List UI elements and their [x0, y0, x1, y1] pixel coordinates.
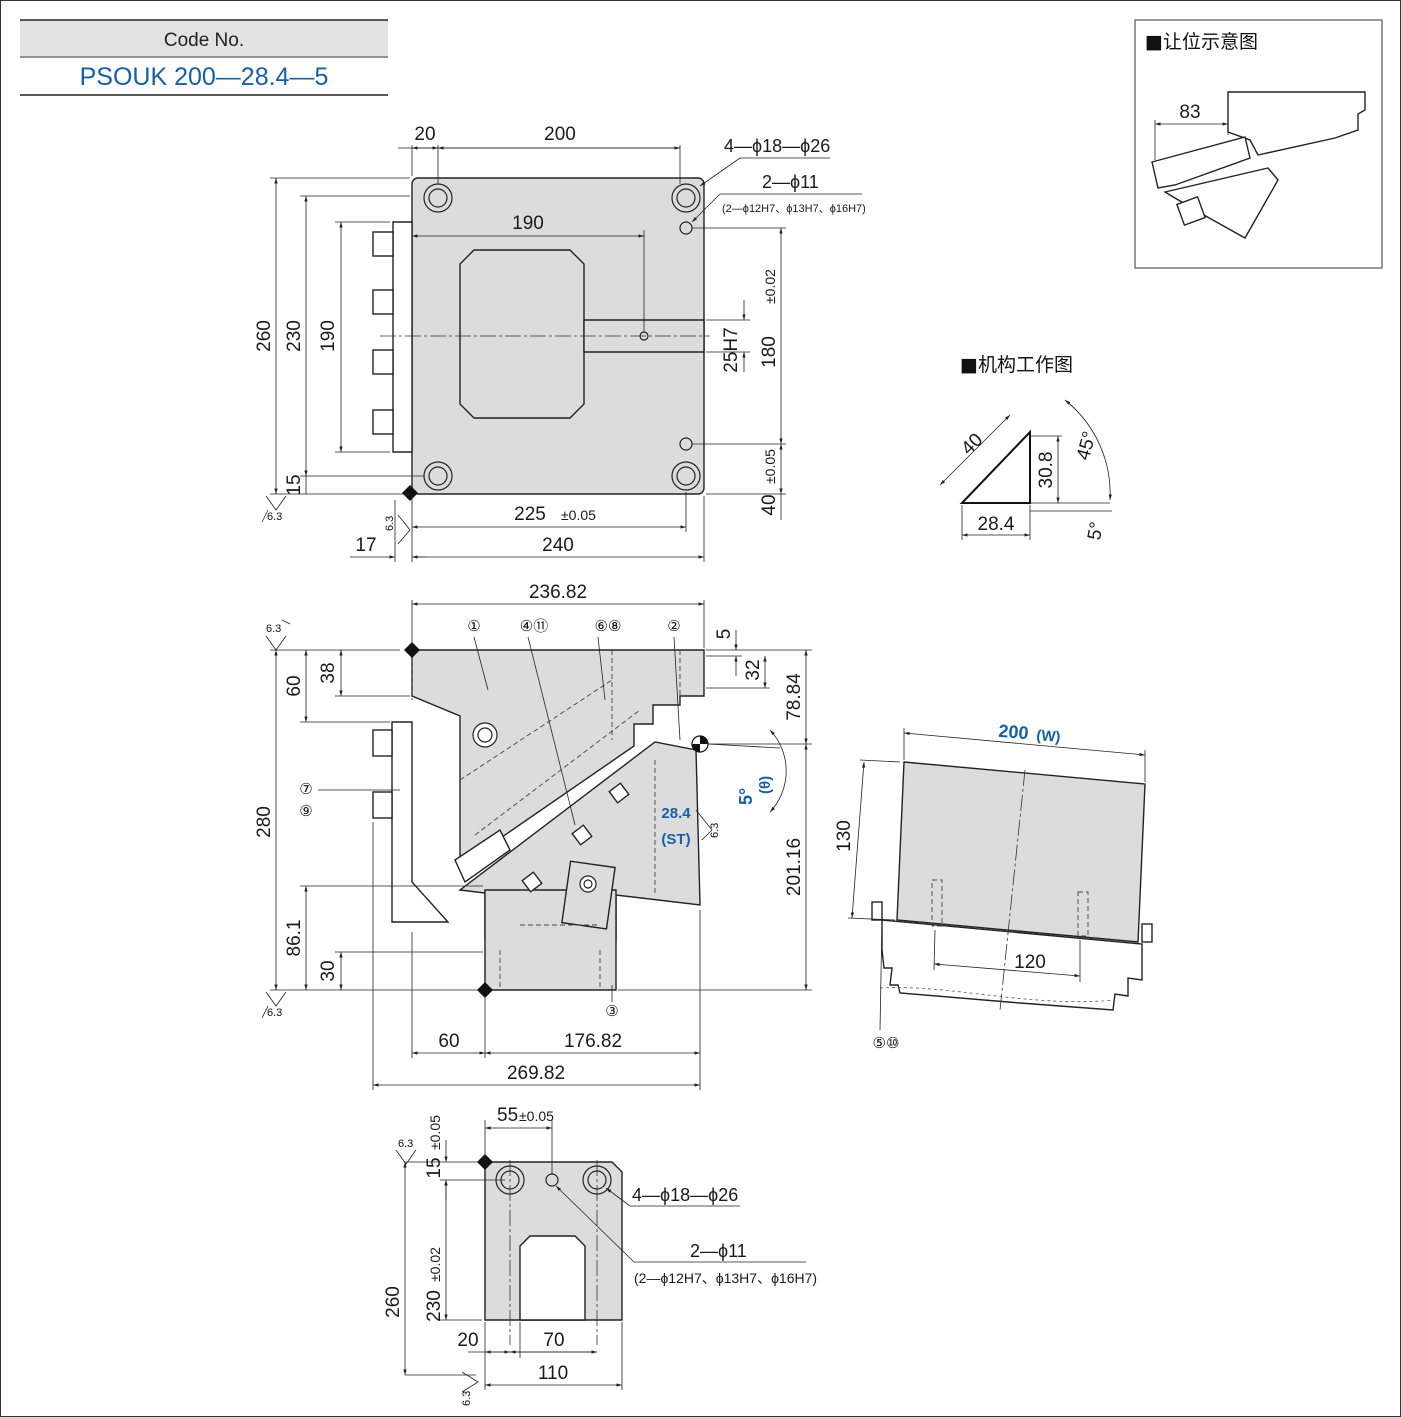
mech-base: 28.4: [978, 514, 1015, 535]
front-dim-78: 78.84: [784, 673, 805, 721]
front-dim-86: 86.1: [284, 920, 305, 957]
rough-front-top: 6.3: [266, 623, 281, 635]
relief-dim: 83: [1179, 102, 1200, 123]
bottom-dim-55: 55: [497, 1105, 518, 1126]
bottom-dim-230: 230: [424, 1290, 445, 1322]
bottom-dim-70: 70: [543, 1330, 564, 1351]
mech-height: 30.8: [1036, 452, 1057, 489]
relief-diagram: ■让位示意图 83: [1134, 19, 1383, 269]
relief-diagram-title: ■让位示意图: [1145, 31, 1258, 53]
rough-top-bottom: 6.3: [384, 516, 396, 531]
bottom-view: 55 ±0.05 15 ±0.05 230 ±0.02 260 20 70 11…: [383, 1105, 817, 1406]
top-view: 20 200 190 260 230 190 15 225 ±0.05 240 …: [254, 124, 866, 562]
front-angle: 5°: [736, 788, 756, 805]
rough-bottom-top: 6.3: [398, 1138, 413, 1150]
top-dim-190v: 190: [318, 320, 339, 352]
front-dim-269: 269.82: [507, 1063, 565, 1084]
top-dim-190: 190: [512, 213, 544, 234]
front-dim-60h: 60: [438, 1031, 459, 1052]
front-dim-176: 176.82: [564, 1031, 622, 1052]
mech-tilt: 5°: [1084, 520, 1108, 542]
top-dim-225: 225: [514, 504, 546, 525]
top-dim-240: 240: [542, 535, 574, 556]
front-view: ① ④⑪ ⑥⑧ ② ⑦ ⑨ ③ 236.82 5 32 78.84 201.16: [254, 582, 812, 1090]
callout-4-11: ④⑪: [520, 618, 548, 635]
mechanism-diagram: ■机构工作图 40 30.8 28.4 45° 5°: [939, 354, 1112, 542]
bottom-dim-15: 15: [424, 1157, 445, 1178]
top-dim-15: 15: [284, 474, 305, 495]
front-stroke-label: (ST): [661, 831, 690, 848]
front-dim-201: 201.16: [784, 838, 805, 896]
rough-top-left: 6.3: [267, 511, 282, 523]
side-callout-5-10: ⑤⑩: [873, 1035, 900, 1052]
bottom-note-holes2-sub: (2—ϕ12H7、ϕ13H7、ϕ16H7): [634, 1270, 817, 1286]
side-width-label: (W): [1036, 727, 1062, 746]
callout-2: ②: [667, 618, 680, 635]
bottom-dim-110: 110: [538, 1363, 568, 1384]
top-dim-17: 17: [355, 535, 376, 556]
callout-6-8: ⑥⑧: [595, 618, 622, 635]
top-note-holes2-sub: (2—ϕ12H7、ϕ13H7、ϕ16H7): [722, 203, 866, 215]
top-dim-40-tol: ±0.05: [762, 449, 778, 484]
callout-7: ⑦: [299, 781, 312, 798]
top-note-holes1: 4—ϕ18—ϕ26: [724, 136, 830, 156]
side-view: 200 (W) 130 120 ⑤⑩: [834, 721, 1153, 1052]
top-dim-180-tol: ±0.02: [762, 269, 778, 304]
top-dim-225-tol: ±0.05: [561, 507, 596, 523]
rough-front-stroke: 6.3: [709, 823, 721, 838]
top-dim-20: 20: [414, 124, 435, 145]
bottom-dim-230-tol: ±0.02: [427, 1247, 443, 1282]
front-dim-60: 60: [284, 675, 305, 696]
top-dim-25h7: 25H7: [721, 327, 742, 372]
code-box: Code No. PSOUK 200—28.4—5: [20, 19, 388, 96]
top-dim-180: 180: [759, 336, 780, 368]
front-dim-32: 32: [743, 659, 764, 680]
bottom-note-holes2: 2—ϕ11: [690, 1241, 747, 1261]
front-dim-280: 280: [254, 806, 275, 838]
code-value: PSOUK 200—28.4—5: [80, 63, 329, 91]
front-dim-5: 5: [714, 629, 735, 640]
side-width: 200: [998, 721, 1030, 744]
front-stroke: 28.4: [661, 805, 691, 822]
front-angle-label: (θ): [757, 776, 774, 794]
bottom-dim-55-tol: ±0.05: [519, 1108, 554, 1124]
side-dim-120: 120: [1014, 952, 1046, 973]
callout-3: ③: [605, 1003, 618, 1020]
front-dim-236: 236.82: [529, 582, 587, 603]
bottom-dim-260: 260: [383, 1286, 404, 1318]
mech-hyp: 40: [957, 429, 987, 459]
bottom-dim-15-tol: ±0.05: [427, 1115, 443, 1150]
bottom-dim-20: 20: [457, 1330, 478, 1351]
top-dim-230: 230: [284, 320, 305, 352]
top-dim-200: 200: [544, 124, 576, 145]
top-dim-40: 40: [759, 494, 780, 515]
side-dim-130: 130: [834, 820, 855, 852]
top-dim-260: 260: [254, 320, 275, 352]
mechanism-title: ■机构工作图: [960, 354, 1073, 376]
top-note-holes2: 2—ϕ11: [762, 172, 819, 192]
front-dim-30: 30: [318, 960, 339, 981]
callout-9: ⑨: [299, 803, 312, 820]
code-label: Code No.: [164, 30, 244, 51]
callout-1: ①: [467, 618, 480, 635]
rough-front-bottom: 6.3: [267, 1007, 282, 1019]
mech-angle: 45°: [1073, 429, 1101, 462]
rough-bottom-bottom: 6.3: [461, 1391, 473, 1406]
bottom-note-holes1: 4—ϕ18—ϕ26: [632, 1185, 738, 1205]
front-dim-38: 38: [318, 662, 339, 683]
